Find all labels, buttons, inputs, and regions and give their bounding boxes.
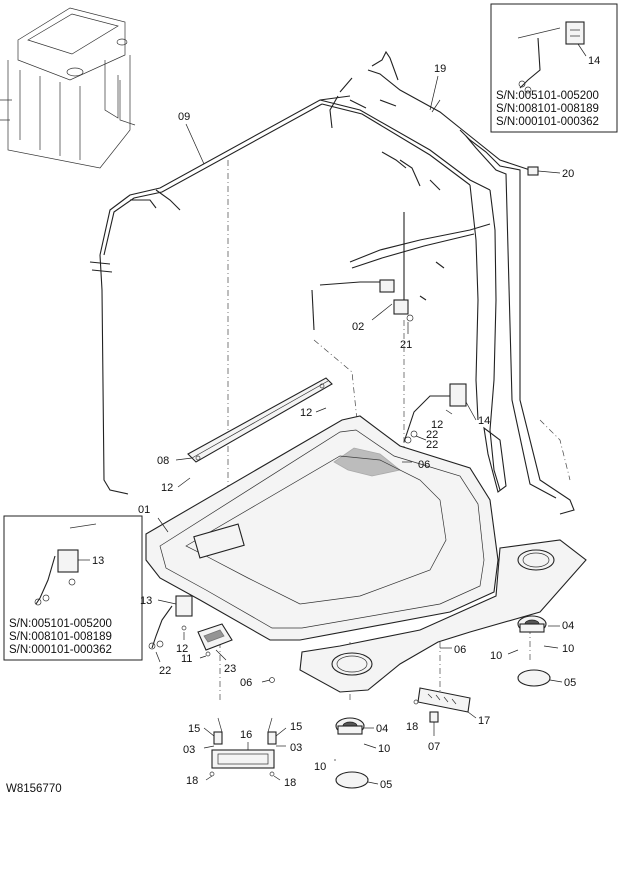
drawing-id: W8156770 <box>6 783 62 795</box>
callout-18-right: 18 <box>284 777 296 789</box>
serial-range-1: S/N:005101-005200 <box>496 90 599 102</box>
callout-18-left: 18 <box>186 775 198 787</box>
callout-11: 11 <box>181 653 192 665</box>
rail-08: 08 12 12 <box>157 377 333 494</box>
callout-20: 20 <box>562 168 574 180</box>
serial-range-3: S/N:000101-000362 <box>496 116 599 128</box>
callout-15-left: 15 <box>188 723 200 735</box>
serial-range-left-1: S/N:005101-005200 <box>9 618 112 630</box>
callout-12-front: 12 <box>176 643 188 655</box>
callout-13-main: 13 <box>140 595 152 607</box>
callout-05-right: 05 <box>564 677 576 689</box>
callout-14-main: 14 <box>478 415 490 427</box>
serial-range-left-2: S/N:008101-008189 <box>9 631 112 643</box>
dome-light-16: 15 15 16 03 03 18 18 <box>183 717 302 789</box>
inset-box-top-right: 14 S/N:005101-005200 S/N:008101-008189 S… <box>490 3 618 133</box>
callout-17: 17 <box>478 715 490 727</box>
callout-22-front: 22 <box>159 665 171 677</box>
callout-10-center-a: 10 <box>314 761 326 773</box>
callout-10-center-b: 10 <box>378 743 390 755</box>
callout-13-inset: 13 <box>92 555 104 567</box>
callout-03-right: 03 <box>290 742 302 754</box>
callout-15-right: 15 <box>290 721 302 733</box>
headliner-01: 01 06 <box>138 415 499 641</box>
serial-range-left-3: S/N:000101-000362 <box>9 644 112 656</box>
callout-12-rail-right: 12 <box>300 407 312 419</box>
callout-19: 19 <box>434 63 446 75</box>
callout-04-right: 04 <box>562 620 574 632</box>
serial-range-2: S/N:008101-008189 <box>496 103 599 115</box>
callout-14-inset: 14 <box>588 55 600 67</box>
callout-12-bracket: 12 <box>431 419 443 431</box>
callout-05-center: 05 <box>380 779 392 791</box>
callout-08: 08 <box>157 455 169 467</box>
speaker-right: 04 10 10 05 <box>490 615 576 689</box>
callout-23: 23 <box>224 663 236 675</box>
callout-18-panel: 18 <box>406 721 418 733</box>
callout-16: 16 <box>240 729 252 741</box>
switch-panel-17: 17 07 18 <box>406 687 490 753</box>
callout-03-left: 03 <box>183 744 195 756</box>
callout-07: 07 <box>428 741 440 753</box>
callout-21: 21 <box>400 339 412 351</box>
bracket-14-group: 14 12 22 <box>403 383 507 493</box>
callout-02: 02 <box>352 321 364 333</box>
callout-06-headliner: 06 <box>418 459 430 471</box>
floor-panel: 06 <box>299 539 587 693</box>
callout-01: 01 <box>138 504 150 516</box>
callout-22-bracket-upper: 22 <box>426 429 438 441</box>
inset-box-left: 13 S/N:005101-005200 S/N:008101-008189 S… <box>3 515 143 661</box>
harness-09-label: 09 <box>178 111 205 165</box>
harness-09 <box>89 77 501 495</box>
callout-06-screw: 06 <box>240 677 252 689</box>
harness-02: 02 21 <box>311 212 491 351</box>
callout-22-bracket: 22 <box>426 439 438 451</box>
lamp-23: 23 11 06 <box>181 623 275 689</box>
machine-thumbnail <box>0 7 136 169</box>
harness-19: 20 19 <box>367 50 575 515</box>
bracket-13-group: 13 12 22 <box>140 595 193 677</box>
callout-12-rail-left: 12 <box>161 482 173 494</box>
callout-04-center: 04 <box>376 723 388 735</box>
speaker-center: 04 10 10 05 <box>314 717 392 791</box>
callout-10-right-a: 10 <box>490 650 502 662</box>
callout-09: 09 <box>178 111 190 123</box>
callout-10-right-b: 10 <box>562 643 574 655</box>
callout-06-floor: 06 <box>454 644 466 656</box>
